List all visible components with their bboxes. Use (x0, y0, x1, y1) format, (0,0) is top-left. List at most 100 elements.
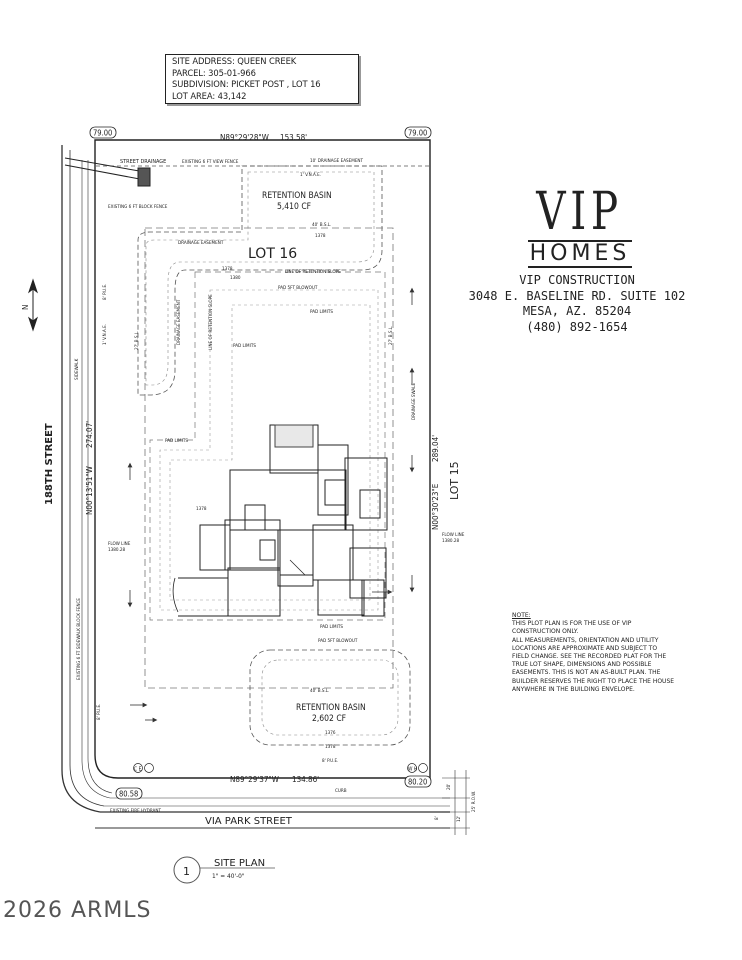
dist-west: 274.07' (85, 421, 94, 448)
via-park-street-edges (95, 797, 450, 829)
bsl-40-bottom-label: 40' B.S.L. (310, 688, 329, 694)
drainage-flow-arrows (127, 287, 415, 723)
tow-label-4: 1376 (325, 730, 336, 736)
house-footprint (172, 424, 388, 617)
elev-ne: 79.00 (408, 129, 427, 138)
company-address-line2: MESA, AZ. 85204 (522, 304, 632, 318)
pad-limits-label-1: PAD LIMITS (310, 309, 333, 315)
line-retention-slope-label: LINE OF RETENTION SLOPE (285, 269, 341, 275)
pad-limits-label-3: PAD LIMITS (165, 438, 188, 444)
sidewalk-fence-label: EXISTING 6 FT SIDEWALK BLOCK FENCE (76, 598, 82, 680)
note-line: LOCATIONS ARE APPROXIMATE AND SUBJECT TO (512, 644, 658, 652)
subdivision: SUBDIVISION: PICKET POST , LOT 16 (172, 79, 321, 90)
site-plan-number: 1 (183, 865, 190, 878)
logo-homes: HOMES (528, 240, 632, 268)
tow-label-2: 1378 (222, 266, 233, 272)
site-plan-title: SITE PLAN (214, 858, 265, 869)
logo-vip: VIP (536, 182, 624, 242)
pue-south-label: 8' P.U.E. (322, 758, 338, 764)
lot-area: LOT AREA: 43,142 (172, 90, 247, 101)
retention-basin-south-inner (261, 659, 399, 736)
bsl-40-top-label: 40' B.S.L. (312, 222, 331, 228)
lot-15-label: LOT 15 (448, 461, 461, 500)
note-line: THIS PLOT PLAN IS FOR THE USE OF VIP (512, 620, 632, 628)
company-name: VIP CONSTRUCTION (519, 273, 635, 287)
pad-limits-label-2: PAD LIMITS (233, 343, 256, 349)
flow-line-east-label: FLOW LINE (442, 532, 465, 538)
basin-south-volume: 2,602 CF (312, 714, 346, 724)
flow-line-west-elev: 1380.28 (108, 547, 125, 553)
pad-limits-outline (149, 271, 386, 621)
bearings: N89°29'28"W 153.58' N89°29'37"W 134.86' … (85, 133, 440, 784)
site-address: SITE ADDRESS: QUEEN CREEK (172, 56, 297, 66)
note-line: EASEMENTS. THIS IS NOT AN AS-BUILT PLAN.… (512, 669, 661, 677)
note-line: ANYWHERE IN THE BUILDING ENVELOPE. (512, 685, 635, 693)
vip-homes-logo: VIP HOMES (470, 186, 690, 268)
north-label: N (21, 305, 30, 310)
flow-line-west-label: FLOW LINE (108, 541, 131, 547)
fire-hydrant-label: EXISTING FIRE HYDRANT (110, 808, 161, 814)
retention-basin-north-inner (145, 171, 375, 386)
lot-boundary (94, 139, 431, 779)
parcel-number: PARCEL: 305-01-966 (172, 67, 256, 78)
bearing-bottom: N89°29'37"W (230, 775, 279, 784)
basin-north-title: RETENTION BASIN (262, 191, 332, 201)
sidewalk-label: SIDEWALK (74, 358, 80, 380)
curb-label: CURB (335, 788, 347, 794)
dist-east: 289.04' (431, 435, 440, 462)
street-188th-edges (61, 145, 113, 813)
vnae-label: 1' V.N.A.E. (300, 172, 321, 178)
basin-north-volume: 5,410 CF (277, 202, 311, 212)
lot-16-label: LOT 16 (248, 246, 297, 262)
via-park-street-label: VIA PARK STREET (205, 816, 293, 827)
ce-marker: C E (134, 767, 142, 773)
pad-blowout-top-label: PAD 5FT BLOWOUT (278, 285, 318, 291)
pad-limits-label-4: PAD LIMITS (320, 624, 343, 630)
bearing-top: N89°29'28"W (220, 133, 269, 142)
line-retention-slope-vert-label: LINE OF RETENTION SLOPE (208, 294, 214, 350)
tow-label-6: 1378 (196, 506, 207, 512)
tow-label-5: 1378 (325, 744, 336, 750)
elev-se: 80.20 (408, 778, 427, 787)
site-plan-title-block: 1 SITE PLAN 1" = 40'-0" (173, 856, 275, 884)
tow-label-1: 1378 (315, 233, 326, 239)
note-line: FIELD CHANGE. SEE THE RECORDED PLAT FOR … (512, 653, 667, 661)
drainage-easement-label: DRAINAGE EASEMENT (178, 240, 224, 246)
plan-note: NOTE: THIS PLOT PLAN IS FOR THE USE OF V… (512, 612, 687, 694)
company-address-line1: 3048 E. BASELINE RD. SUITE 102 (468, 288, 686, 303)
elev-nw: 79.00 (93, 129, 112, 138)
drainage-easement-vert-label: DRAINAGE EASEMENT (176, 299, 182, 345)
wh-marker: W H (408, 767, 417, 773)
bsl-27-west-label: 27' B.S.L. (134, 331, 140, 350)
armls-watermark: 2026 ARMLS (3, 898, 152, 923)
retention-basin-north-outline (137, 165, 383, 396)
dim-20-label: 20' (446, 784, 452, 790)
pue-sw-label: 8' P.U.E. (96, 704, 102, 720)
row-label: 25' R.O.W. (471, 791, 477, 812)
company-block: VIP CONSTRUCTION 3048 E. BASELINE RD. SU… (452, 273, 702, 335)
dim-8-label: 8' (434, 816, 440, 820)
pue-west-label: 8' P.U.E. (102, 284, 108, 300)
dist-bottom: 134.86' (292, 775, 319, 784)
tow-label-3: 1380 (230, 275, 241, 281)
building-setback-line (144, 227, 394, 689)
bearing-west: N00°13'51"W (85, 466, 94, 515)
street-drainage-label: STREET DRAINAGE (120, 159, 166, 165)
flow-line-east-elev: 1380.28 (442, 538, 459, 544)
elevation-markers: 79.00 79.00 80.58 80.20 C E W H (89, 126, 432, 800)
dist-top: 153.58' (280, 133, 307, 142)
vnae-west-label: 1' V.N.A.E. (102, 324, 108, 345)
pad-blowout-bottom-label: PAD 5FT BLOWOUT (318, 638, 358, 644)
drainage-easement-top-label: 10' DRAINAGE EASEMENT (310, 158, 364, 164)
block-fence-label: EXISTING 6 FT BLOCK FENCE (108, 204, 168, 210)
view-fence-label: EXISTING 6 FT VIEW FENCE (182, 159, 239, 165)
elev-sw: 80.58 (119, 790, 138, 799)
site-info-box: SITE ADDRESS: QUEEN CREEK PARCEL: 305-01… (165, 54, 359, 104)
retention-basin-south-outline (249, 649, 411, 746)
street-188th-label: 188TH STREET (44, 423, 55, 505)
company-phone: (480) 892-1654 (526, 319, 628, 334)
bsl-27-east-label: 27' B.S.L. (388, 326, 394, 345)
note-line: ALL MEASUREMENTS, ORIENTATION AND UTILIT… (512, 636, 659, 644)
note-line: CONSTRUCTION ONLY. (512, 628, 579, 636)
row-dimension-lines (442, 770, 470, 835)
